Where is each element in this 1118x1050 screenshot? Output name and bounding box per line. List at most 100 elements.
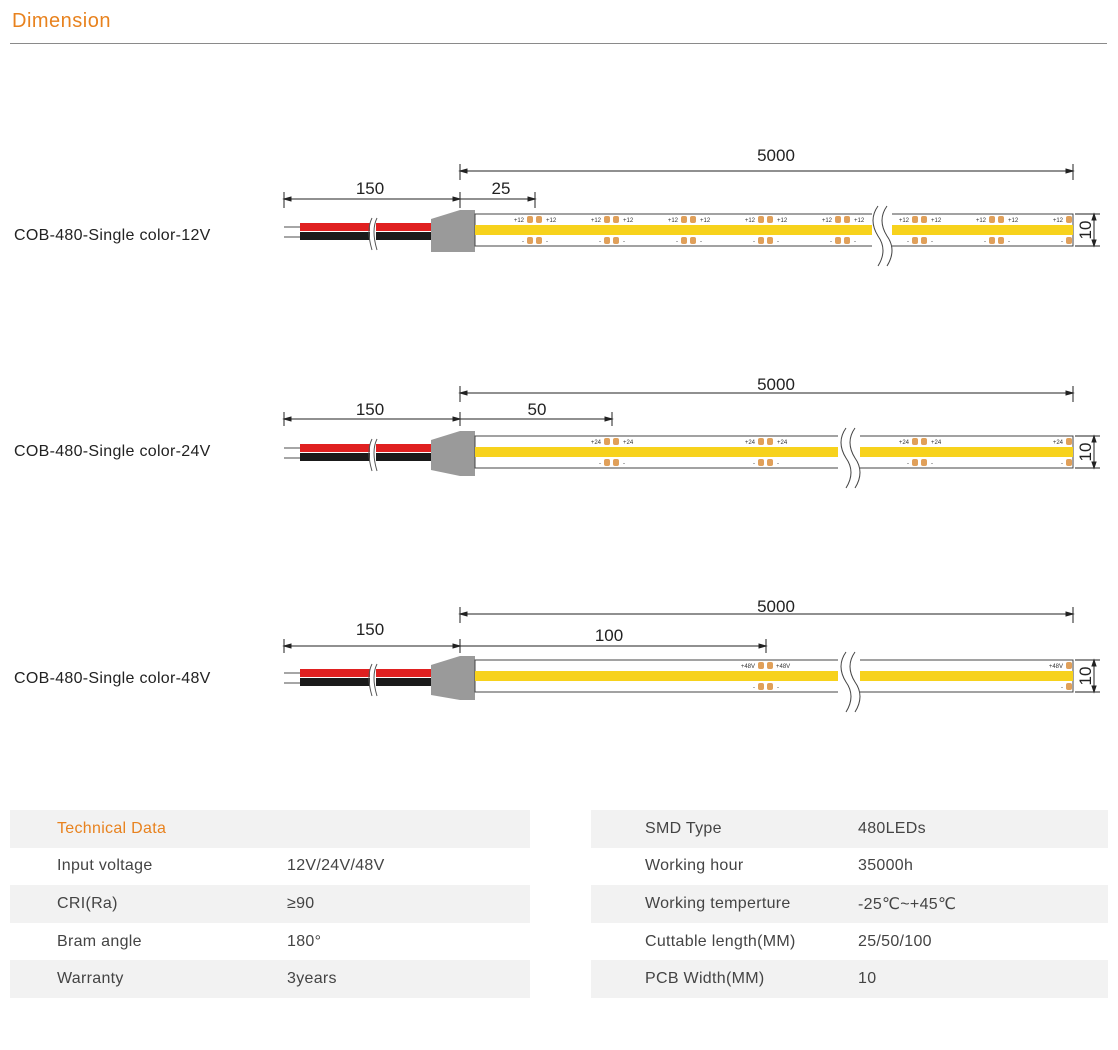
- width-dimension: [1075, 212, 1100, 248]
- width-label: 10: [1076, 443, 1095, 462]
- strip-diagram-48v: 5000 150 100 +48V+48V +48V -- -: [282, 597, 1100, 713]
- svg-text:+12: +12: [546, 218, 557, 224]
- break-gap: [838, 652, 860, 712]
- svg-text:-: -: [753, 461, 755, 467]
- total-length-label: 5000: [757, 375, 795, 394]
- width-dimension: [1075, 434, 1100, 470]
- cut-length-dimension: [460, 639, 768, 653]
- wire-length-label: 150: [356, 620, 384, 639]
- svg-text:-: -: [700, 239, 702, 245]
- svg-text:-: -: [676, 239, 678, 245]
- svg-text:-: -: [1061, 239, 1063, 245]
- svg-text:+12: +12: [822, 218, 833, 224]
- svg-text:+48V: +48V: [776, 664, 790, 670]
- svg-text:+24: +24: [777, 440, 788, 446]
- row-value: 180°: [287, 932, 322, 950]
- led-strip-body: [474, 213, 1074, 247]
- svg-text:+12: +12: [1053, 218, 1064, 224]
- table-row: Cuttable length(MM) 25/50/100: [591, 923, 1108, 961]
- header-divider: [10, 43, 1107, 44]
- svg-text:-: -: [546, 239, 548, 245]
- end-connector: [431, 210, 475, 252]
- row-label: Warranty: [10, 960, 287, 998]
- svg-text:+48V: +48V: [1049, 664, 1063, 670]
- technical-data-title: Technical Data: [10, 810, 287, 848]
- svg-text:+12: +12: [777, 218, 788, 224]
- svg-text:+12: +12: [668, 218, 679, 224]
- svg-text:-: -: [931, 461, 933, 467]
- svg-text:+12: +12: [514, 218, 525, 224]
- row-value: 10: [858, 960, 1108, 998]
- row-label: PCB Width(MM): [591, 960, 858, 998]
- break-gap: [838, 428, 860, 488]
- svg-text:+48V: +48V: [741, 664, 755, 670]
- cable: [284, 217, 432, 251]
- svg-text:-: -: [753, 685, 755, 691]
- svg-text:+12: +12: [700, 218, 711, 224]
- svg-text:-: -: [830, 239, 832, 245]
- width-label: 10: [1076, 667, 1095, 686]
- svg-text:+24: +24: [931, 440, 942, 446]
- svg-text:-: -: [522, 239, 524, 245]
- row-value: 25/50/100: [858, 932, 932, 950]
- cut-length-label: 50: [528, 400, 547, 419]
- end-connector: [431, 431, 475, 476]
- row-label: Working temperture: [591, 885, 858, 923]
- led-strip-body: [474, 659, 1074, 693]
- row-value: -25℃~+45℃: [858, 885, 1108, 923]
- strip-diagram-24v: 5000 150 50 +24+24 +24+24 +24+24 +2: [282, 375, 1100, 489]
- strip-label-48v: COB-480-Single color-48V: [14, 670, 211, 687]
- cut-pads: [527, 216, 1072, 244]
- strip-label-12v: COB-480-Single color-12V: [14, 227, 211, 244]
- row-label: Working hour: [645, 857, 744, 875]
- cut-length-label: 25: [492, 179, 511, 198]
- row-value: 480LEDs: [858, 810, 1108, 848]
- technical-data-table: Technical Data Input voltage 12V/24V/48V…: [10, 810, 530, 998]
- row-value: 35000h: [858, 857, 914, 875]
- row-value: 12V/24V/48V: [287, 857, 385, 875]
- width-dimension: [1075, 658, 1100, 694]
- cable: [284, 438, 432, 472]
- cut-length-dimension: [460, 192, 537, 208]
- cable: [284, 663, 432, 697]
- row-label: SMD Type: [591, 810, 858, 848]
- break-mark: [840, 427, 852, 489]
- svg-text:-: -: [1061, 685, 1063, 691]
- svg-text:+12: +12: [899, 218, 910, 224]
- svg-text:+12: +12: [623, 218, 634, 224]
- page-title: Dimension: [12, 10, 111, 32]
- polarity-marks: +48V +48V +48V - - -: [741, 664, 1063, 691]
- wire-length-dimension: [282, 412, 462, 426]
- svg-text:+24: +24: [1053, 440, 1064, 446]
- polarity-marks: +12 +12 +12 +12 +12 +12 +12 +12 +12 +12 +12 +1…: [514, 218, 1064, 245]
- polarity-marks: +24+24 +24+24 +24+24 +24 -- -- -- -: [591, 440, 1064, 467]
- total-length-dimension: [458, 164, 1075, 180]
- wire-length-dimension: [282, 639, 462, 653]
- svg-text:-: -: [623, 461, 625, 467]
- row-label: CRI(Ra): [10, 885, 287, 923]
- svg-text:-: -: [907, 239, 909, 245]
- total-length-dimension: [458, 607, 1075, 623]
- svg-text:-: -: [931, 239, 933, 245]
- table-row: Technical Data: [10, 810, 530, 848]
- spec-table: SMD Type 480LEDs Working hour 35000h Wor…: [591, 810, 1108, 998]
- break-mark: [840, 651, 852, 713]
- svg-text:+24: +24: [591, 440, 602, 446]
- break-mark: [872, 205, 884, 267]
- row-label: Cuttable length(MM): [645, 932, 796, 950]
- row-label: Bram angle: [57, 932, 142, 950]
- svg-text:-: -: [777, 239, 779, 245]
- table-row: CRI(Ra) ≥90: [10, 885, 530, 923]
- table-row: Working hour 35000h: [591, 848, 1108, 886]
- svg-text:+12: +12: [1008, 218, 1019, 224]
- svg-text:-: -: [777, 685, 779, 691]
- svg-text:+12: +12: [591, 218, 602, 224]
- row-label: Input voltage: [57, 857, 153, 875]
- table-row: Input voltage 12V/24V/48V: [10, 848, 530, 886]
- cut-pads: [758, 662, 1072, 690]
- svg-text:-: -: [907, 461, 909, 467]
- svg-text:-: -: [1008, 239, 1010, 245]
- break-mark: [881, 205, 893, 267]
- svg-text:+12: +12: [976, 218, 987, 224]
- cut-pads: [604, 438, 1072, 466]
